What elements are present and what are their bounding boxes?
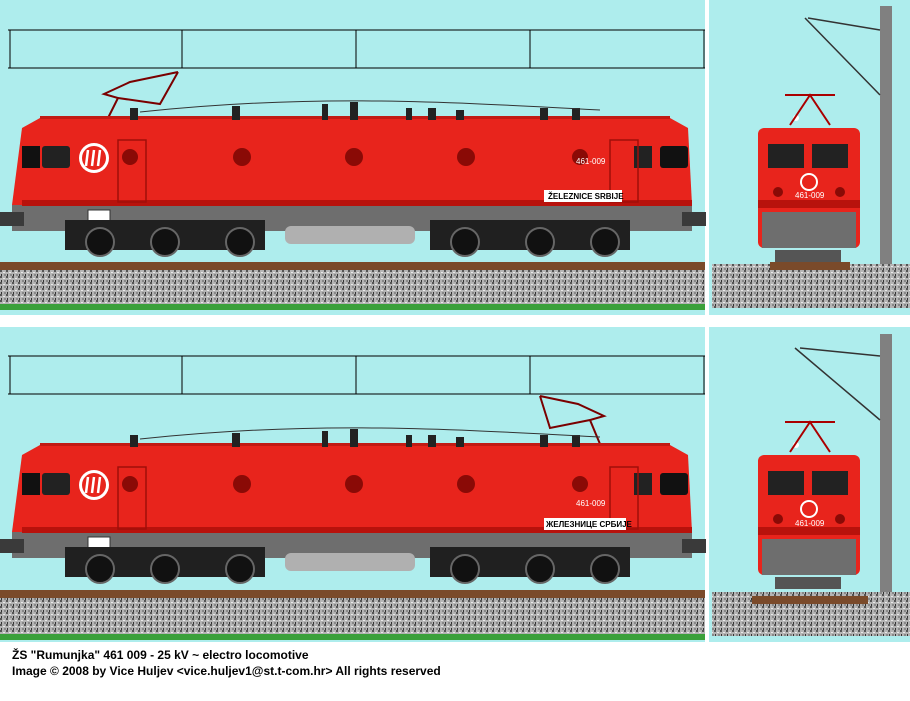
- loco-number-bottom: 461-009: [576, 499, 606, 508]
- railway-lettering-top: ŽELEZNICE SRBIJE: [548, 192, 624, 201]
- railway-lettering-bottom: ЖЕЛЕЗНИЦЕ СРБИЈЕ: [545, 520, 633, 529]
- caption-title: ŽS "Rumunjka" 461 009 - 25 kV ~ electro …: [12, 648, 309, 662]
- catenary-mast-bottom: [880, 334, 892, 596]
- catenary-mast-top: [880, 6, 892, 268]
- loco-number-top: 461-009: [576, 157, 606, 166]
- pantograph-bottom: [539, 395, 607, 445]
- locomotive-side-top: [0, 99, 708, 258]
- caption-copyright: Image © 2008 by Vice Huljev <vice.huljev…: [12, 664, 441, 678]
- front-number-bottom: 461-009: [795, 519, 825, 528]
- front-number-top: 461-009: [795, 191, 825, 200]
- pantograph-top: [101, 71, 179, 119]
